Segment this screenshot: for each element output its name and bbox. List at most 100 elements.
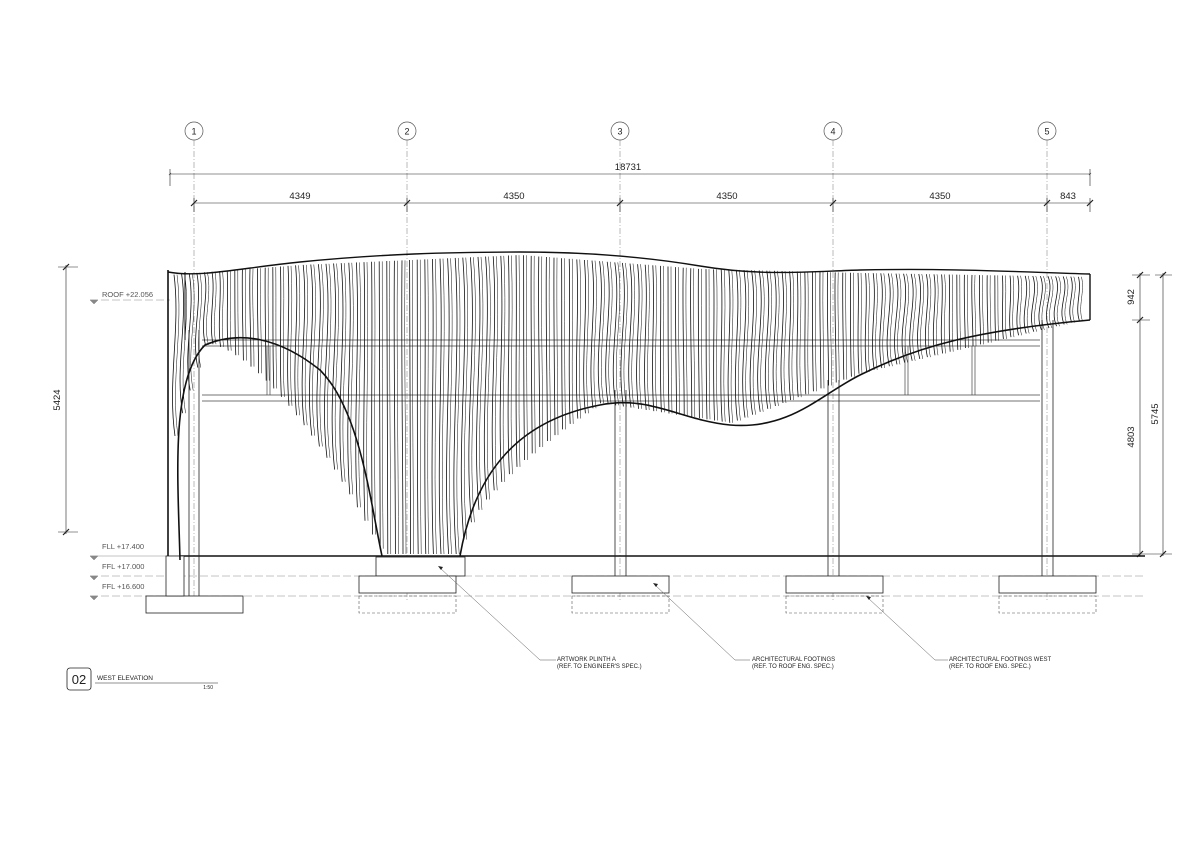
span-dimension-text-5: 843 (1060, 191, 1076, 202)
canopy-fin-inner (860, 272, 863, 374)
canopy-fin (727, 269, 731, 423)
canopy-fin-inner (252, 268, 255, 367)
canopy-fin (667, 266, 670, 414)
canopy-fin-inner (312, 264, 316, 436)
grid-bubbles (184, 121, 1057, 141)
canopy-fin-inner (350, 262, 354, 495)
canopy-fin-inner (1012, 275, 1015, 338)
right-total-dimension-text: 5745 (1150, 403, 1161, 424)
canopy-fin-inner (791, 271, 794, 401)
canopy-fin-inner (716, 269, 718, 421)
note-footings-line1: ARCHITECTURAL FOOTINGS (752, 657, 835, 663)
canopy-fin (179, 273, 184, 414)
note-plinth-line2: (REF. TO ENGINEER'S SPEC.) (557, 664, 642, 670)
canopy-fin-inner (487, 256, 491, 500)
canopy-fin-inner (837, 272, 840, 383)
canopy-fin-inner (601, 261, 605, 404)
canopy-fin-inner (464, 257, 469, 540)
canopy-fin-inner (967, 274, 969, 349)
canopy-fin-inner (556, 257, 559, 436)
canopy-fin-inner (586, 259, 589, 414)
canopy-fin (264, 267, 267, 381)
canopy-fin-inner (904, 273, 909, 363)
callout-leaders (439, 567, 948, 661)
canopy-fin (371, 261, 373, 535)
canopy-fin-inner (427, 259, 430, 555)
canopy-underside-right (459, 319, 1091, 557)
canopy-fin (842, 272, 845, 380)
canopy-fin-inner (479, 256, 484, 510)
canopy-fin-inner (396, 260, 399, 555)
canopy-fin-inner (571, 258, 574, 424)
footing-left-post (165, 555, 185, 597)
canopy-fin-inner (775, 270, 780, 406)
canopy-fin-inner (936, 274, 939, 356)
canopy-fin (796, 271, 799, 398)
canopy-fin (909, 273, 914, 361)
canopy-fin-inner (670, 266, 673, 414)
canopy-fin (438, 258, 442, 555)
level-roof-text: ROOF +22.056 (102, 290, 153, 299)
canopy-fin (218, 271, 221, 347)
canopy-fin (742, 270, 747, 418)
canopy-fin-inner (745, 270, 750, 418)
canopy-fin-inner (738, 269, 742, 421)
canopy-fin (757, 270, 762, 412)
canopy-fin (612, 262, 618, 406)
grid-label-3: 3 (617, 127, 622, 137)
canopy-fin (894, 273, 899, 365)
canopy-fin (764, 270, 770, 409)
canopy-fin (971, 274, 974, 347)
canopy-fin (901, 273, 907, 363)
level-ffl2-text: FFL +16.600 (102, 582, 144, 591)
canopy-fin-inner (381, 261, 384, 549)
canopy-fin (424, 259, 427, 555)
canopy-fin-inner (783, 271, 787, 404)
canopy-fin-inner (374, 261, 376, 535)
grid-label-1: 1 (191, 127, 196, 137)
canopy-fin (393, 260, 396, 555)
canopy-fin (187, 273, 192, 391)
canopy-fin (940, 274, 943, 354)
canopy-fin-inner (663, 265, 665, 413)
canopy-fin (1053, 276, 1058, 327)
canopy-fin (309, 264, 314, 436)
canopy-fin (628, 263, 633, 408)
canopy-fin (538, 256, 541, 448)
level-markers (89, 299, 1145, 601)
canopy-fin (1069, 276, 1073, 323)
canopy-fin (879, 273, 883, 369)
canopy-fin (476, 256, 481, 510)
canopy-fin (523, 255, 525, 460)
overall-dimension (168, 169, 1092, 186)
canopy-fin-inner (229, 270, 232, 351)
canopy-fin (697, 268, 700, 419)
canopy-fin-inner (518, 255, 521, 467)
canopy-fin-inner (882, 273, 886, 369)
canopy-fin-inner (304, 264, 308, 426)
grid-bubble-1 (184, 121, 204, 141)
canopy-fin-inner (989, 275, 992, 343)
canopy-fin-inner (449, 258, 453, 555)
canopy-fin-inner (868, 273, 870, 372)
canopy-fin-inner (502, 255, 506, 482)
canopy-fin (956, 274, 959, 350)
canopy-fin-inner (685, 267, 688, 416)
canopy-fin (363, 262, 366, 521)
canopy-fin-inner (723, 269, 726, 422)
canopy-fin (203, 272, 207, 345)
drawing-title: WEST ELEVATION (97, 675, 153, 682)
canopy-fin (507, 255, 510, 475)
grid-label-4: 4 (830, 127, 835, 137)
canopy-fin-inner (1056, 276, 1061, 327)
canopy-fin-inner (623, 262, 628, 407)
canopy-fin (568, 258, 571, 424)
canopy-fin-inner (434, 258, 437, 555)
canopy-fin (226, 270, 229, 351)
canopy-fin (331, 263, 336, 470)
canopy-fin (812, 271, 814, 392)
canopy-fin-inner (730, 269, 734, 423)
canopy-fin (932, 274, 936, 356)
canopy-fin-inner (342, 263, 347, 482)
